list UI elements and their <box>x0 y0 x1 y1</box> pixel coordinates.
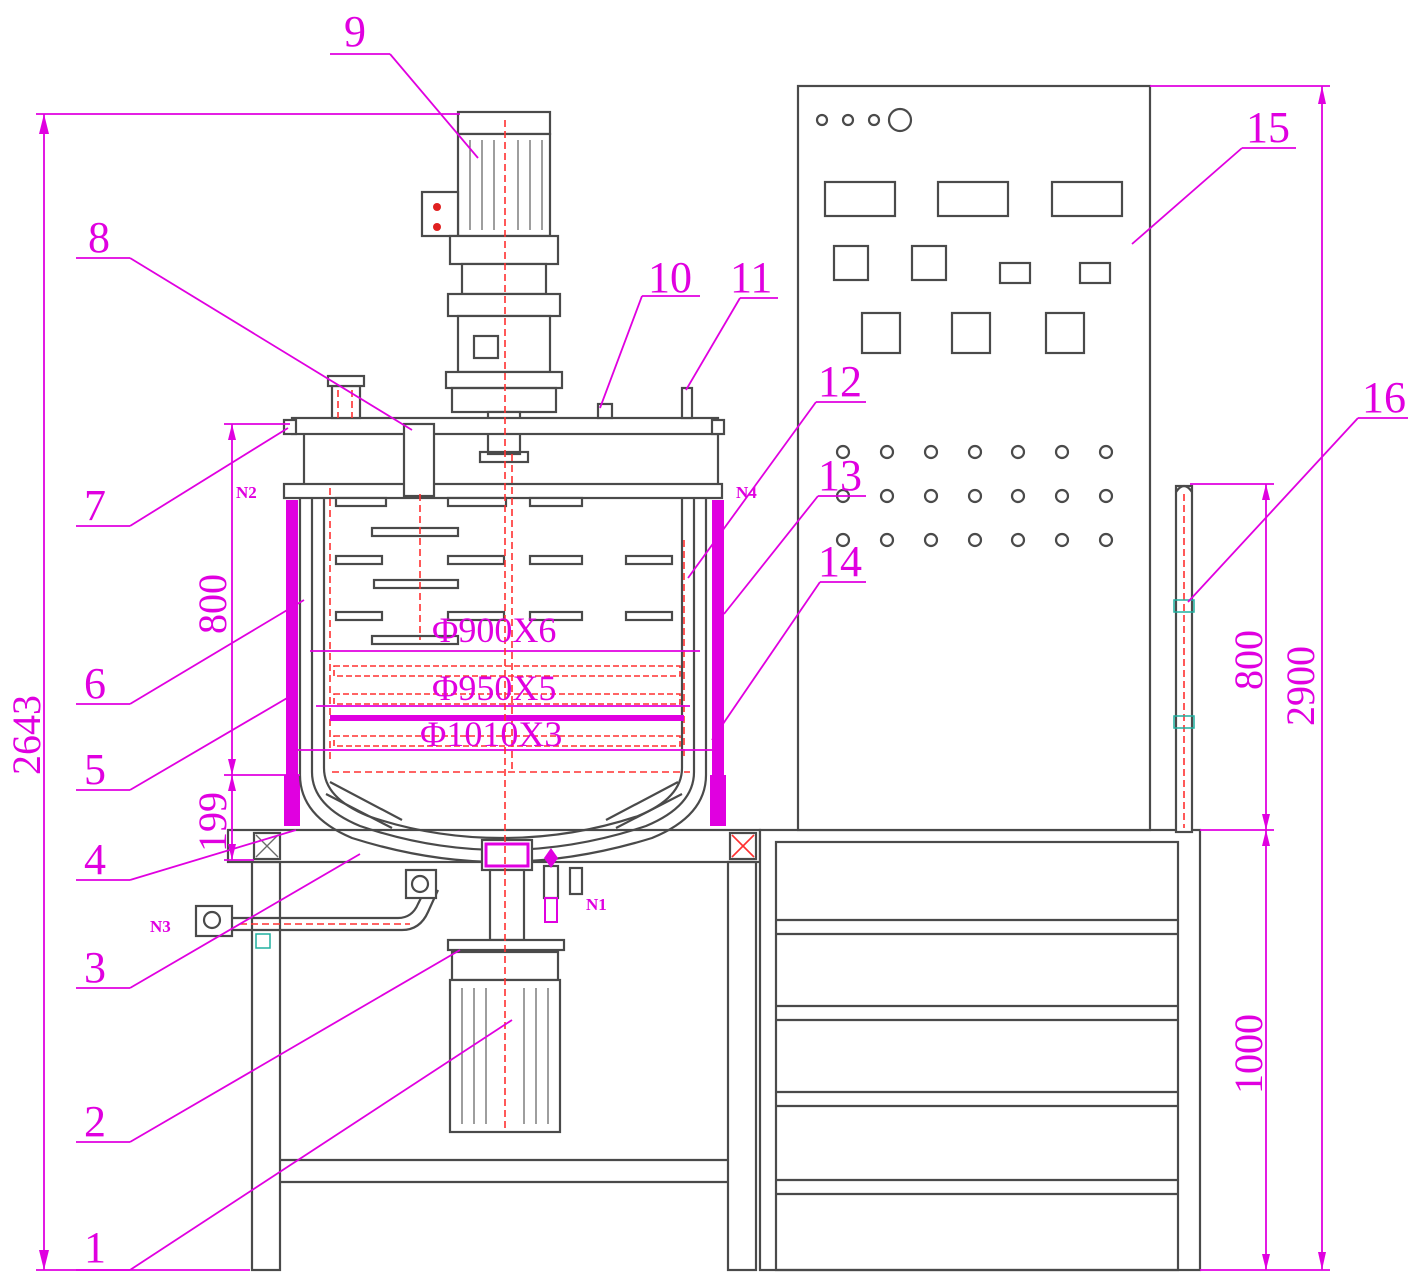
callout-3: 3 <box>84 943 106 992</box>
callout-2: 2 <box>84 1097 106 1146</box>
nozzle-n4: N4 <box>736 483 757 502</box>
indicator-lamp <box>1098 532 1114 548</box>
indicator-lamp <box>835 532 851 548</box>
indicator-lamp <box>1098 488 1114 504</box>
spec-middle-shell: Φ950X5 <box>432 668 556 708</box>
nozzle-n1: N1 <box>586 895 607 914</box>
dim-800-tank: 800 <box>190 574 235 634</box>
callout-13: 13 <box>818 451 862 500</box>
mixing-tank <box>282 374 726 864</box>
callout-1: 1 <box>84 1223 106 1272</box>
indicator-lamp <box>967 532 983 548</box>
top-motor <box>420 110 564 464</box>
scraper-ring <box>333 693 681 705</box>
nozzle-labels: N1 N2 N3 N4 <box>150 483 757 936</box>
dimension-lines <box>36 85 1330 1271</box>
indicator-lamp <box>879 488 895 504</box>
paddle-blade <box>370 634 460 646</box>
indicator-lamp <box>923 532 939 548</box>
spec-outer-shell: Φ1010X3 <box>420 714 562 754</box>
indicator-lamp <box>1054 444 1070 460</box>
dimension-texts: 2643 800 199 800 2900 1000 <box>4 574 1323 1094</box>
indicator-lamp <box>1010 444 1026 460</box>
callout-16: 16 <box>1362 373 1406 422</box>
paddle-blade <box>334 554 384 566</box>
callout-5: 5 <box>84 745 106 794</box>
nozzle-n2: N2 <box>236 483 257 502</box>
paddle-blade <box>528 554 584 566</box>
indicator-lamp <box>967 444 983 460</box>
spec-texts: Φ900X6 Φ950X5 Φ1010X3 <box>420 610 562 754</box>
dim-2900: 2900 <box>1278 646 1323 726</box>
paddle-blade <box>528 610 584 622</box>
indicator-lamp <box>1010 488 1026 504</box>
indicator-lamp <box>1098 444 1114 460</box>
control-panel <box>796 84 1152 832</box>
paddle-blade <box>334 496 388 508</box>
indicator-lamp <box>1054 532 1070 548</box>
callout-7: 7 <box>84 481 106 530</box>
paddle-blade <box>372 578 460 590</box>
agitator-paddles <box>333 496 681 747</box>
paddle-blade <box>624 554 674 566</box>
callout-6: 6 <box>84 659 106 708</box>
callout-14: 14 <box>818 537 862 586</box>
bottom-homogenizer <box>446 120 584 1134</box>
indicator-lamp <box>879 532 895 548</box>
callout-numbers: 1 2 3 4 5 6 7 8 9 10 11 12 13 14 15 16 <box>84 7 1406 1272</box>
callout-12: 12 <box>818 357 862 406</box>
dim-2643: 2643 <box>4 695 49 775</box>
discharge-pipe <box>194 868 440 949</box>
callout-8: 8 <box>88 213 110 262</box>
callout-10: 10 <box>648 253 692 302</box>
leader-lines <box>76 53 1408 1271</box>
callout-4: 4 <box>84 835 106 884</box>
callout-9: 9 <box>344 7 366 56</box>
indicator-lamp <box>923 488 939 504</box>
indicator-lamp <box>923 444 939 460</box>
callout-15: 15 <box>1246 103 1290 152</box>
nozzle-n3: N3 <box>150 917 171 936</box>
paddle-blade <box>446 496 508 508</box>
indicator-lamp-grid <box>835 444 1114 548</box>
dim-800-panel: 800 <box>1226 630 1271 690</box>
indicator-lamp <box>1010 532 1026 548</box>
indicator-lamp <box>879 444 895 460</box>
paddle-blade <box>446 610 506 622</box>
callout-11: 11 <box>730 253 772 302</box>
paddle-blade <box>446 554 506 566</box>
paddle-blade <box>334 610 384 622</box>
paddle-blade <box>370 526 460 538</box>
paddle-blade <box>624 610 674 622</box>
sight-tube <box>1173 484 1195 834</box>
dim-199: 199 <box>190 792 235 852</box>
scraper-ring <box>333 735 681 747</box>
spec-inner-shell: Φ900X6 <box>432 610 556 650</box>
dim-1000: 1000 <box>1226 1014 1271 1094</box>
scraper-ring <box>333 665 681 677</box>
indicator-lamp <box>835 444 851 460</box>
indicator-lamp <box>967 488 983 504</box>
indicator-lamp <box>1054 488 1070 504</box>
control-cabinet <box>758 828 1202 1272</box>
paddle-blade <box>528 496 584 508</box>
